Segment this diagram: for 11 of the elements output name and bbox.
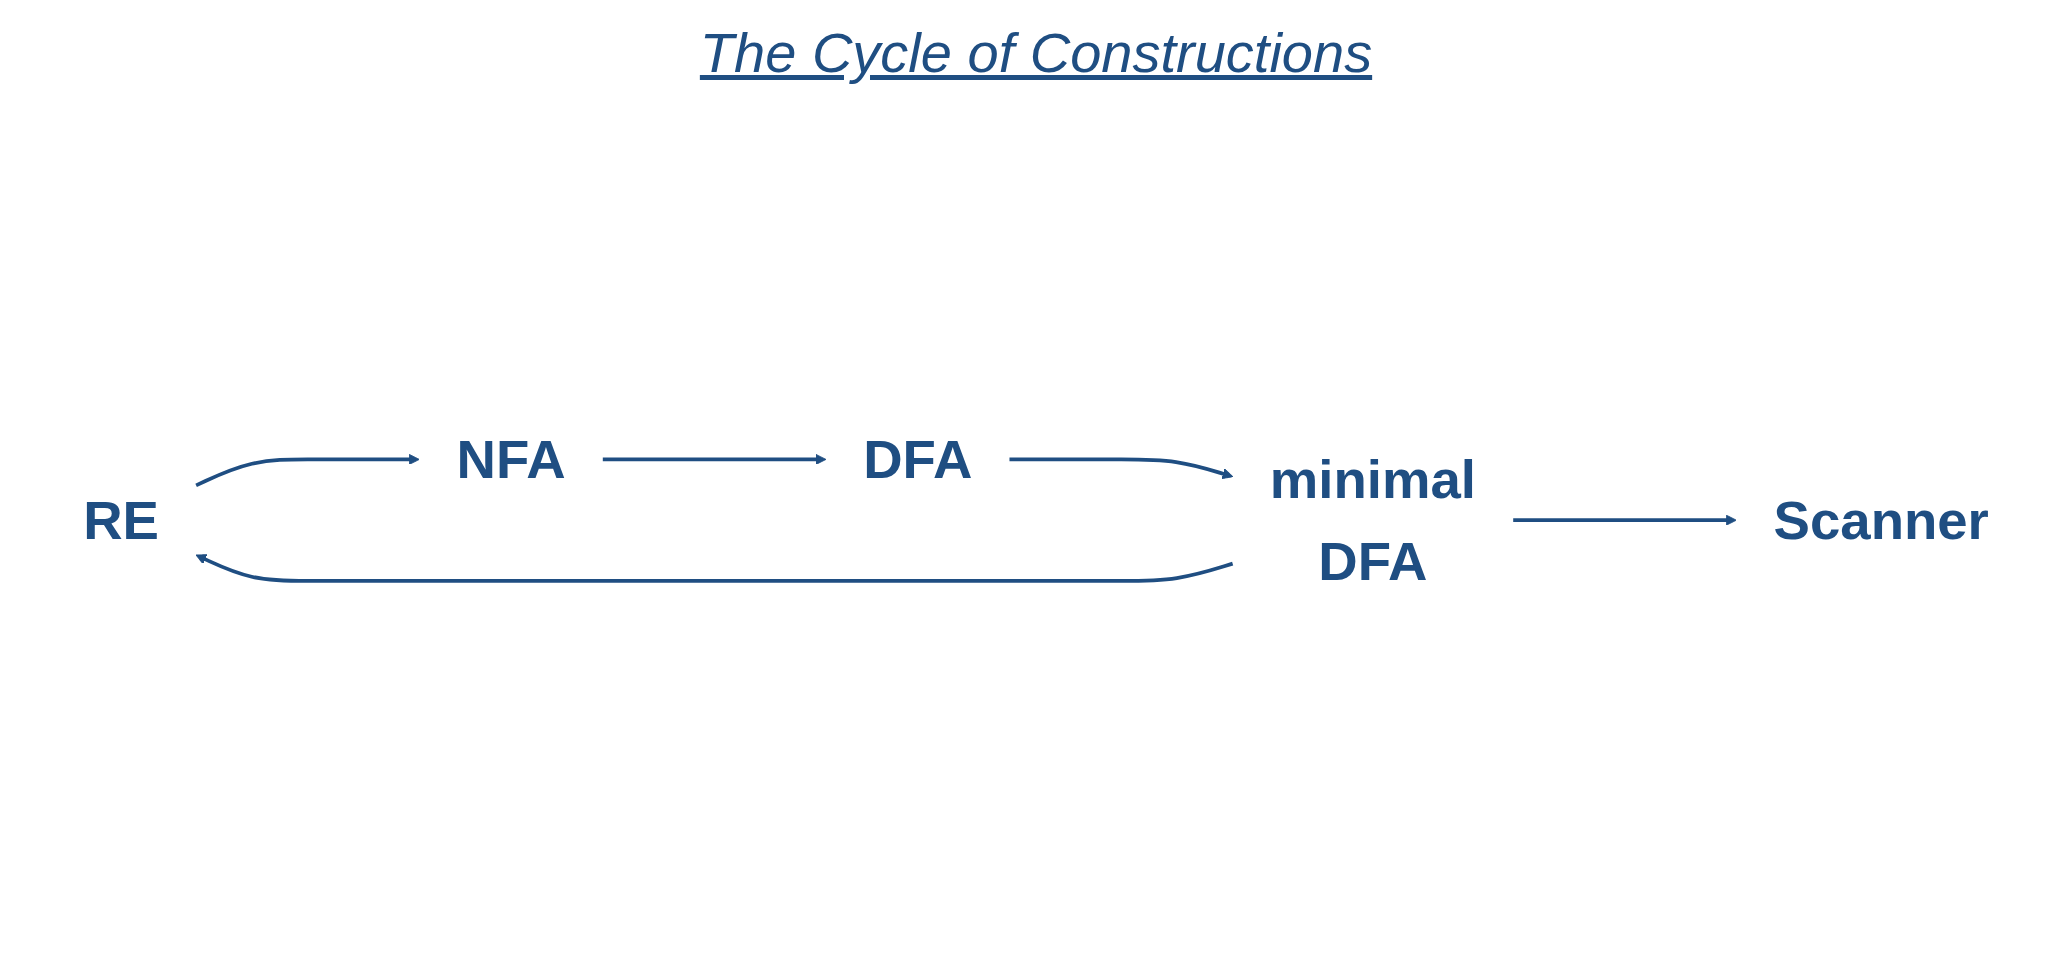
arrow [195,553,1234,583]
node-text: NFA [456,428,566,489]
node-text: Scanner [1773,488,1989,550]
node-text: DFA [863,428,973,489]
arrow [1513,514,1737,526]
node-text: minimal DFA [1269,448,1476,591]
arrow [602,453,827,465]
arrow [195,453,420,487]
arrow [1009,457,1234,479]
node-text: RE [83,488,159,550]
diagram-title: The Cycle of Constructions [698,20,1374,85]
